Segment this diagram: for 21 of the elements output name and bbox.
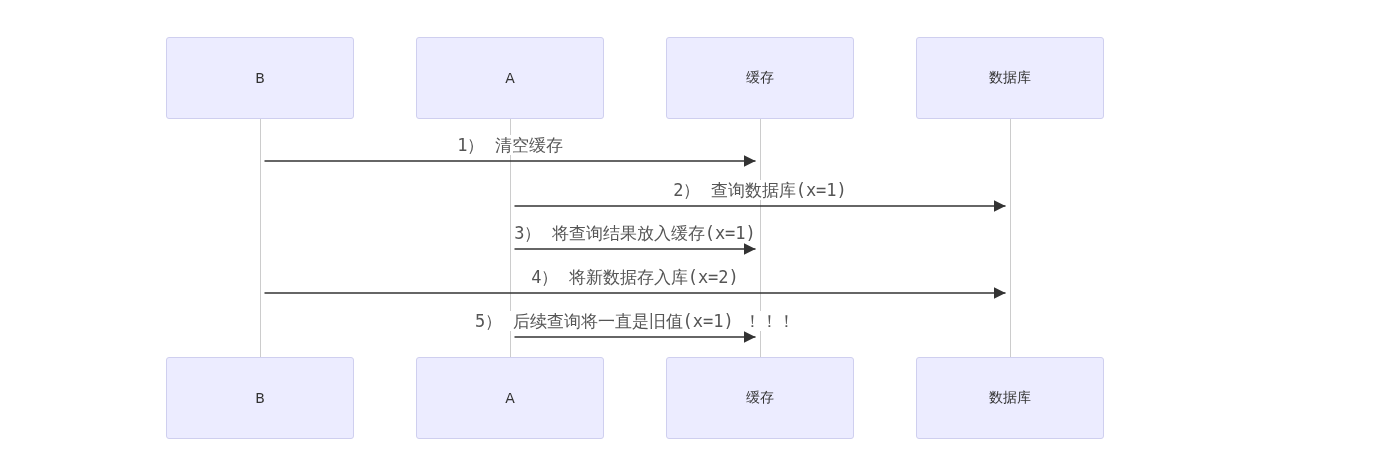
message-arrow xyxy=(263,287,1007,299)
participant-name: 数据库 xyxy=(989,69,1031,87)
participant-box xyxy=(666,357,854,439)
participant-box xyxy=(916,37,1104,119)
participant-name: B xyxy=(255,390,265,406)
participant-name: A xyxy=(505,390,515,406)
participant-box xyxy=(166,357,354,439)
participant-box xyxy=(916,357,1104,439)
participant-box xyxy=(416,357,604,439)
participant-box xyxy=(416,37,604,119)
participant-name: 缓存 xyxy=(746,69,774,87)
participant-box xyxy=(166,37,354,119)
participant-box xyxy=(666,37,854,119)
message-arrow xyxy=(513,331,757,343)
message-arrow xyxy=(263,155,757,167)
participant-name: B xyxy=(255,70,265,86)
message-arrow xyxy=(513,200,1007,212)
participant-name: 数据库 xyxy=(989,389,1031,407)
participant-name: 缓存 xyxy=(746,389,774,407)
message-arrow xyxy=(513,243,757,255)
participant-name: A xyxy=(505,70,515,86)
